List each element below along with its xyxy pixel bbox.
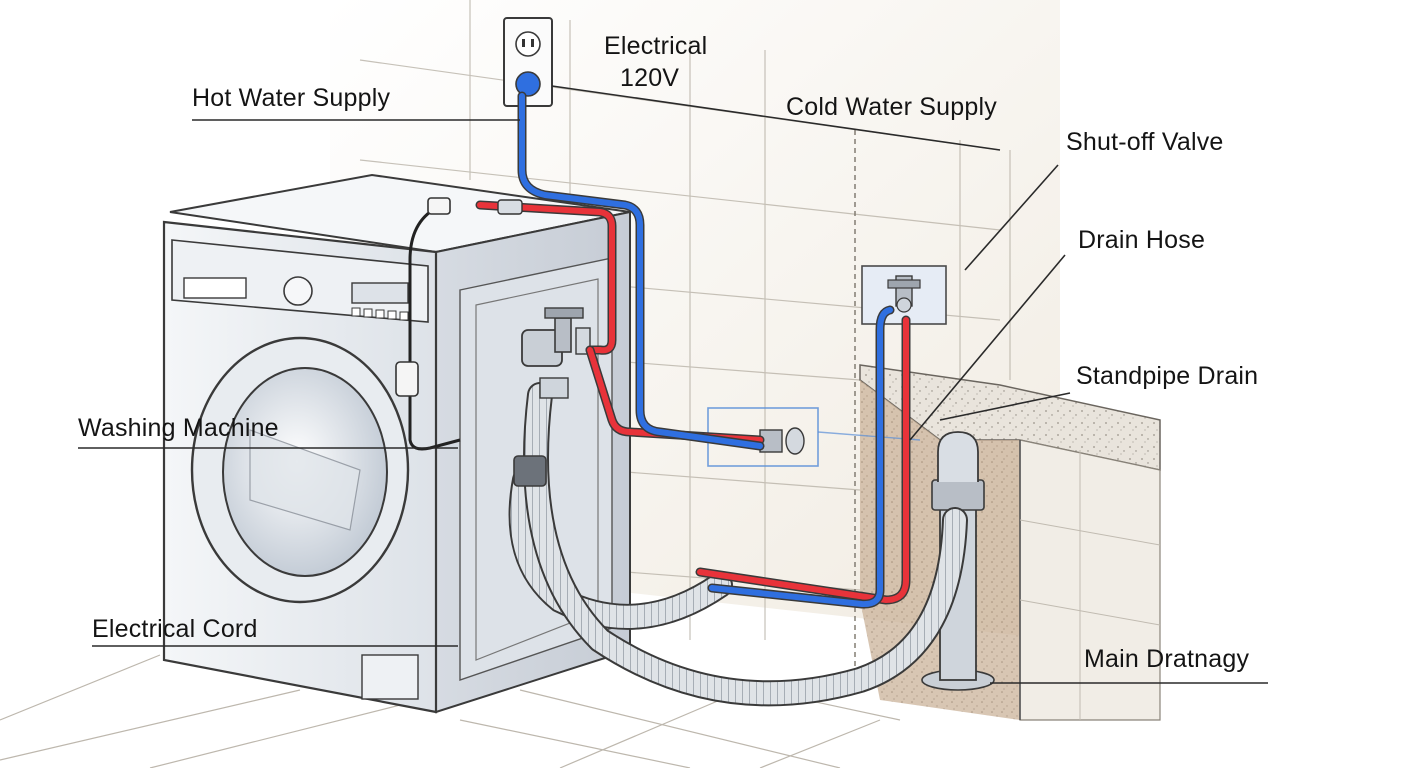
cold-water-line [517,91,895,609]
drain-hoses [508,382,968,707]
label-electrical-cord: Electrical Cord [92,615,258,643]
label-main-drainage: Main Dratnagy [1084,645,1250,673]
inlet-valve [521,307,591,399]
label-hot-water-supply: Hot Water Supply [192,84,391,112]
hot-water-line [475,200,911,605]
label-electrical-voltage: 120V [620,64,680,92]
wall-connector-box [707,407,921,467]
label-washing-machine: Washing Machine [78,414,279,442]
electrical-cord [395,197,523,451]
label-cold-water-supply: Cold Water Supply [786,93,997,121]
wall-outlet [503,17,553,107]
label-electrical: Electrical [604,32,708,60]
leader-lines [78,85,1268,684]
label-standpipe-drain: Standpipe Drain [1076,362,1259,390]
label-shutoff-valve: Shut-off Valve [1066,128,1224,156]
label-drain-hose: Drain Hose [1078,226,1206,254]
shutoff-valve-plate [861,265,947,325]
